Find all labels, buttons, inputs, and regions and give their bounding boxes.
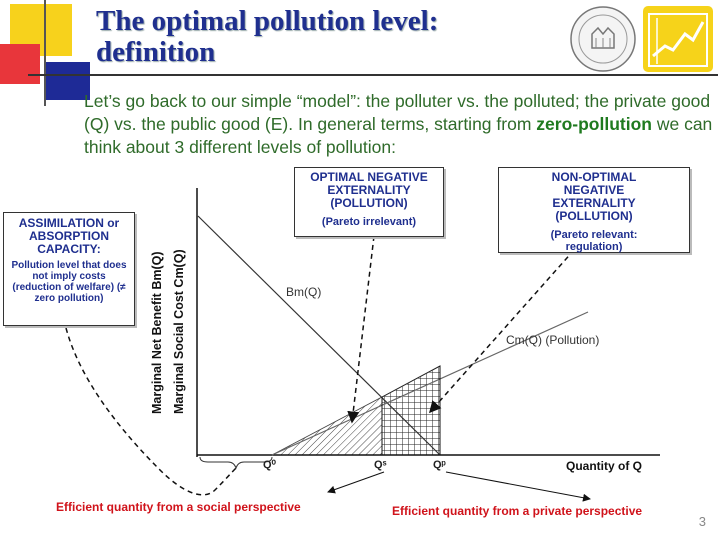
intro-bold: zero-pollution <box>536 114 652 134</box>
bm-label: Bm(Q) <box>286 285 321 299</box>
intro-text-2: we can think about 3 different levels of… <box>84 114 713 157</box>
assimilation-box: ASSIMILATION or ABSORPTION CAPACITY: Pol… <box>3 212 135 326</box>
decor-hline <box>28 74 718 76</box>
y-axis-label-1: Marginal Net Benefit Bm(Q) <box>150 251 164 414</box>
title-line-1: The optimal pollution level: <box>96 5 439 37</box>
decor-red-block <box>0 44 40 84</box>
qs-tick-label: Qˢ <box>374 459 387 471</box>
social-efficiency-note: Efficient quantity from a social perspec… <box>56 500 301 514</box>
y-axis-label-2: Marginal Social Cost Cm(Q) <box>172 249 186 414</box>
page-number: 3 <box>698 514 706 529</box>
cm-label: Cm(Q) (Pollution) <box>506 333 599 347</box>
welfare-loss-area <box>381 365 441 456</box>
optimal-externality-box: OPTIMAL NEGATIVE EXTERNALITY (POLLUTION)… <box>294 167 444 237</box>
chart-growth-icon <box>643 6 713 72</box>
x-axis-label: Quantity of Q <box>566 459 642 473</box>
intro-paragraph: Let’s go back to our simple “model”: the… <box>84 90 714 159</box>
nonoptimal-heading: NON-OPTIMAL NEGATIVE EXTERNALITY (POLLUT… <box>551 170 637 223</box>
private-efficiency-note: Efficient quantity from a private perspe… <box>392 504 643 518</box>
bm-curve <box>197 215 441 456</box>
private-arrow <box>445 471 591 502</box>
page-title: The optimal pollution level: definition <box>96 6 566 68</box>
decor-blue-block <box>46 62 90 100</box>
intro-text-1: Let’s go back to our simple “model”: the… <box>84 91 711 134</box>
assimilation-brace <box>199 456 273 470</box>
decor-vline <box>44 0 46 106</box>
optimal-pointer <box>347 235 375 424</box>
nonoptimal-pointer <box>429 249 575 414</box>
optimal-externality-area <box>271 396 383 456</box>
q0-tick-label: Q⁰ <box>263 459 277 471</box>
assimilation-heading: ASSIMILATION or ABSORPTION CAPACITY: <box>18 216 120 256</box>
qp-tick-label: Qᵖ <box>433 459 447 471</box>
cm-curve <box>271 311 589 456</box>
nonoptimal-externality-box: NON-OPTIMAL NEGATIVE EXTERNALITY (POLLUT… <box>498 167 690 253</box>
assimilation-sub: Pollution level that does not imply cost… <box>11 260 127 304</box>
nonoptimal-sub: (Pareto relevant: regulation) <box>550 229 638 253</box>
optimal-heading: OPTIMAL NEGATIVE EXTERNALITY (POLLUTION) <box>310 170 428 210</box>
social-arrow <box>327 471 385 494</box>
optimal-sub: (Pareto irrelevant) <box>321 216 417 228</box>
title-line-2: definition <box>96 36 216 68</box>
university-seal-logo <box>568 4 638 74</box>
